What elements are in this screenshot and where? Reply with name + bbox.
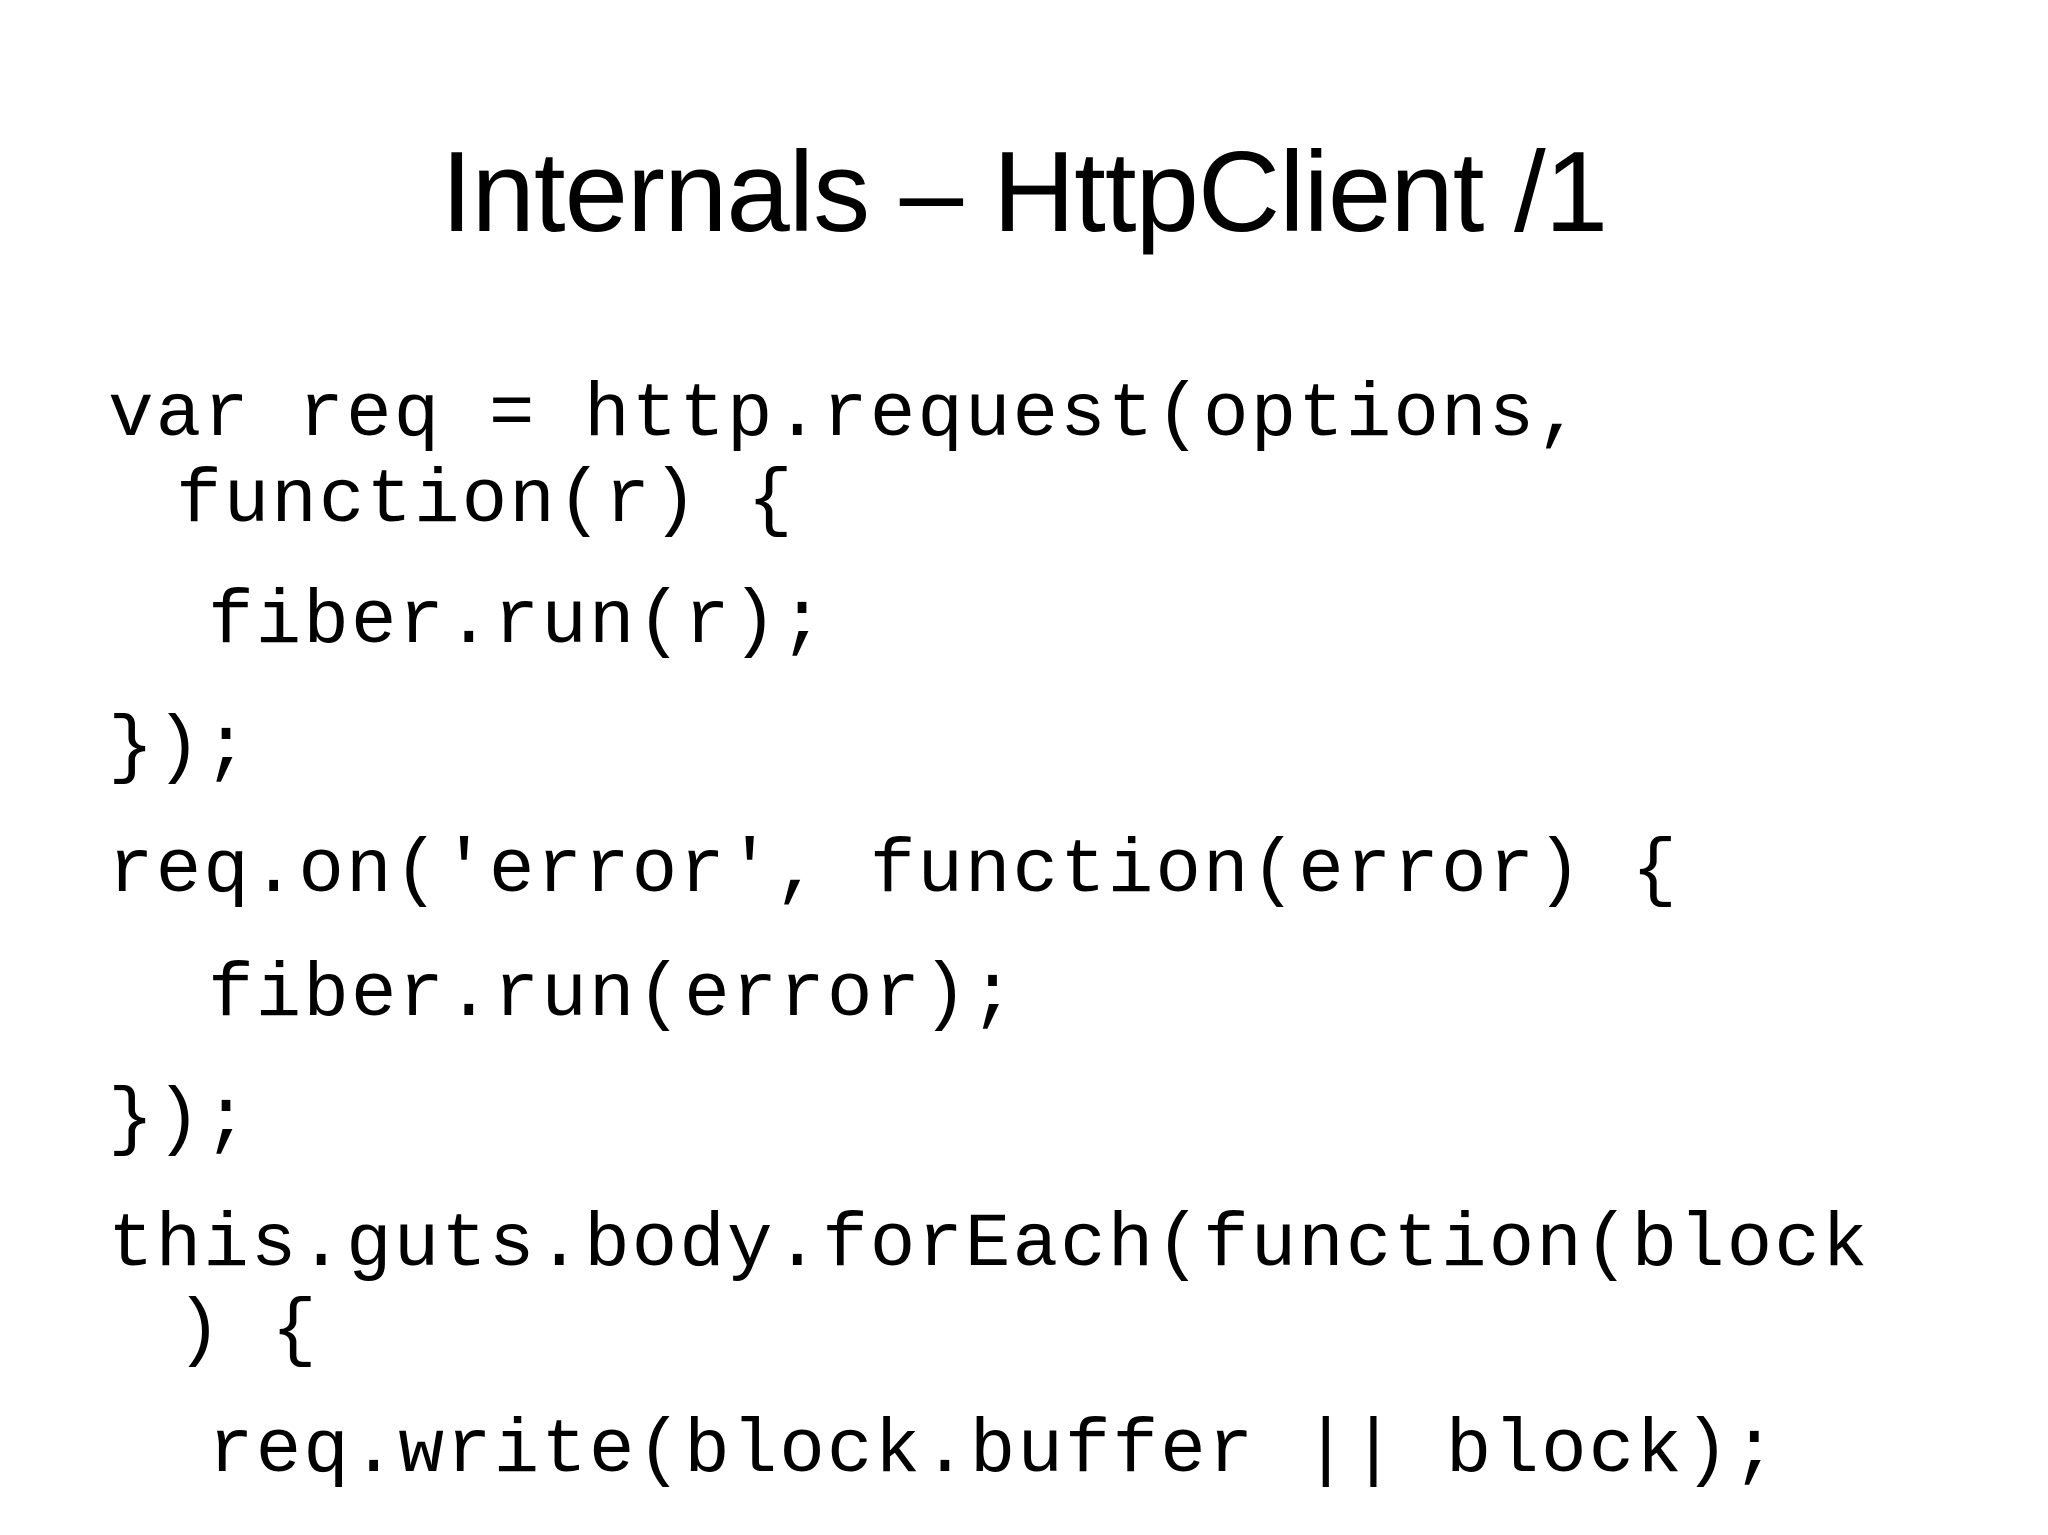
code-line: }); — [108, 1077, 251, 1163]
code-line: function(r) { — [176, 458, 795, 544]
slide-title: Internals – HttpClient /1 — [440, 129, 1608, 256]
code-line: this.guts.body.forEach(function(block — [108, 1202, 1870, 1288]
code-line: req.write(block.buffer || block); — [208, 1408, 1780, 1494]
code-line: }); — [108, 705, 251, 791]
code-line: fiber.run(r); — [208, 579, 827, 665]
code-line: ) { — [176, 1288, 319, 1374]
code-line: fiber.run(error); — [208, 952, 1018, 1038]
code-line: req.on('error', function(error) { — [108, 828, 1680, 914]
code-line: var req = http.request(options, — [108, 372, 1584, 458]
